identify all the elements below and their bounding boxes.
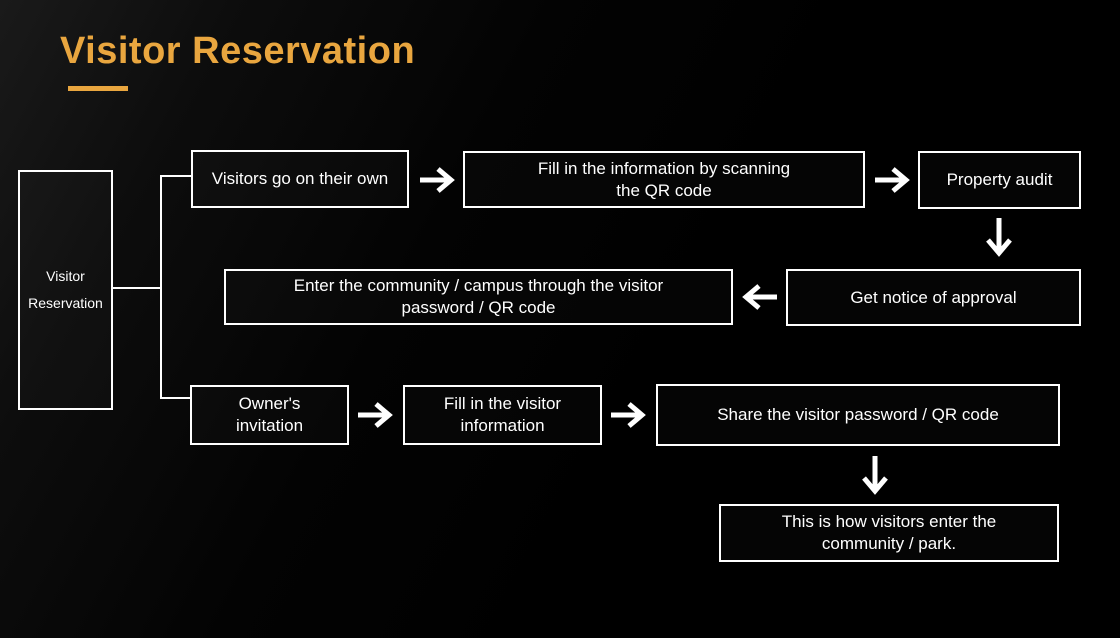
title-underline — [68, 86, 128, 91]
flow-node-visitors-enter-community: This is how visitors enter the community… — [719, 504, 1059, 562]
flow-node-share-visitor-password: Share the visitor password / QR code — [656, 384, 1060, 446]
connector-line-vertical — [160, 175, 162, 399]
arrow-down-icon — [983, 215, 1015, 259]
flow-node-enter-community-password: Enter the community / campus through the… — [224, 269, 733, 325]
flow-node-fill-info-qr-scan: Fill in the information by scanning the … — [463, 151, 865, 208]
arrow-right-icon — [872, 164, 912, 196]
connector-line-root — [113, 287, 161, 289]
page-title: Visitor Reservation — [60, 30, 416, 72]
flow-node-visitor-reservation: Visitor Reservation — [18, 170, 113, 410]
flow-node-get-notice-approval: Get notice of approval — [786, 269, 1081, 326]
connector-line-bottom-branch — [160, 397, 190, 399]
arrow-right-icon — [608, 399, 648, 431]
flow-node-fill-visitor-info: Fill in the visitor information — [403, 385, 602, 445]
flow-node-owners-invitation: Owner's invitation — [190, 385, 349, 445]
arrow-right-icon — [417, 164, 457, 196]
flow-node-property-audit: Property audit — [918, 151, 1081, 209]
arrow-right-icon — [355, 399, 395, 431]
arrow-left-icon — [740, 281, 780, 313]
arrow-down-icon — [859, 453, 891, 497]
flow-node-visitors-go-own: Visitors go on their own — [191, 150, 409, 208]
connector-line-top-branch — [160, 175, 191, 177]
